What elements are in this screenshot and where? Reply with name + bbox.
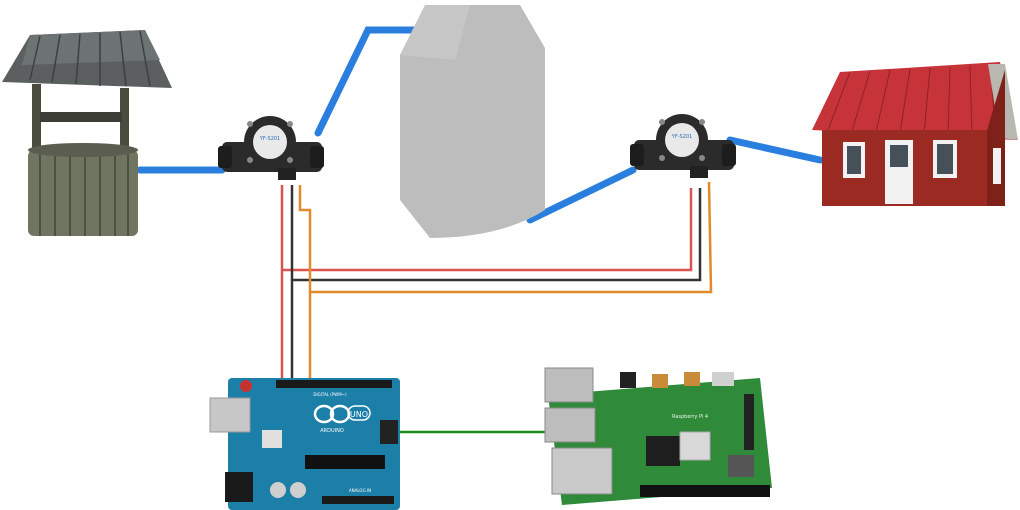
wire-black-sensor2 <box>292 188 702 282</box>
signal-wires <box>280 181 713 434</box>
pi-silkscreen: Raspberry Pi 4 <box>672 414 708 420</box>
wire-orange-sensor2 <box>310 181 713 294</box>
flow-sensor-icon: YF-S201 <box>218 116 324 180</box>
wire-red-sensor2 <box>282 188 693 272</box>
pipe-sensor2-to-house <box>726 136 824 164</box>
arduino-analog-label: ANALOG IN <box>349 488 371 493</box>
sensor1-silkscreen: YF-S201 <box>259 136 280 142</box>
pipe-tank-to-sensor2 <box>526 166 637 224</box>
flow-sensor-2: YF-S201 <box>630 114 736 178</box>
flow-sensor-1: YF-S201 <box>218 116 324 180</box>
arduino-logo: UNO ARDUINO <box>313 404 371 434</box>
sensor2-silkscreen: YF-S201 <box>671 134 692 140</box>
raspberry-pi-icon: Raspberry Pi 4 <box>544 367 772 505</box>
wire-orange <box>298 185 312 380</box>
house-icon <box>812 62 1018 206</box>
arduino-digital-label: DIGITAL (PWM~) <box>313 392 347 397</box>
pipe-sensor1-to-tank <box>314 26 434 137</box>
flow-sensor-icon: YF-S201 <box>630 114 736 178</box>
arduino-uno-icon: UNO ARDUINO DIGITAL (PWM~) ANALOG IN <box>209 378 400 510</box>
arduino-model-label: UNO <box>350 410 368 419</box>
pipes <box>136 26 824 224</box>
water-tank-icon <box>400 5 545 238</box>
arduino-brand-label: ARDUINO <box>320 428 344 434</box>
water-well-icon <box>2 30 172 236</box>
